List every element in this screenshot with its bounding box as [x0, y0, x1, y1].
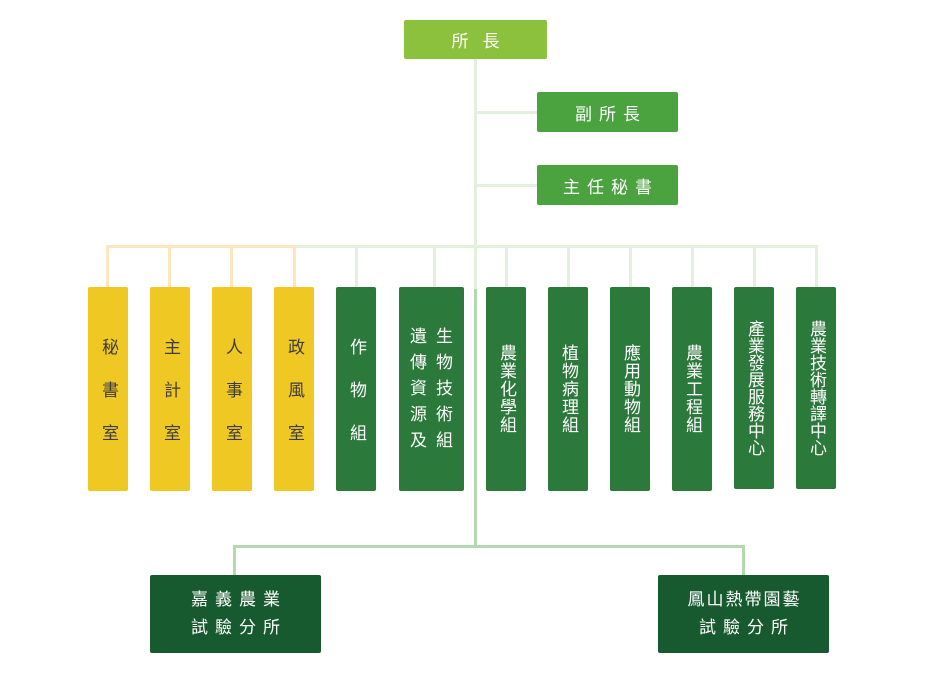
branch-name: 嘉義農業 — [191, 590, 287, 610]
branch-suffix: 試驗分所 — [699, 618, 795, 638]
deputy-director-box[interactable]: 副所長 — [537, 92, 678, 132]
drop-office-1 — [106, 245, 109, 288]
division-label-row: 資技 — [410, 379, 462, 399]
branch-fengshan[interactable]: 鳳山熱帶園藝 試驗分所 — [658, 575, 829, 653]
chief-secretary-box[interactable]: 主任秘書 — [537, 165, 678, 205]
office-label: 政風室 — [284, 337, 304, 467]
division-label: 植物病理組 — [558, 344, 578, 434]
division-label: 農業工程組 — [682, 344, 702, 434]
main-trunk-upper — [474, 59, 477, 289]
connector-offices-bar — [106, 245, 296, 248]
branch-name: 鳳山熱帶園藝 — [687, 590, 802, 610]
drop-division-6 — [691, 245, 694, 288]
drop-office-2 — [168, 245, 171, 288]
drop-division-5 — [629, 245, 632, 288]
office-accounting[interactable]: 主計室 — [150, 287, 190, 491]
division-label-row: 及組 — [410, 431, 462, 451]
division-label: 農業化學組 — [496, 344, 516, 434]
division-agricultural-engineering[interactable]: 農業工程組 — [672, 287, 712, 491]
division-label-row: 傳物 — [410, 353, 462, 373]
drop-division-1 — [355, 245, 358, 288]
division-technology-translation-center[interactable]: 農業技術轉譯中心 — [796, 287, 836, 489]
drop-division-4 — [567, 245, 570, 288]
drop-division-3 — [505, 245, 508, 288]
drop-division-8 — [815, 245, 818, 288]
division-plant-pathology[interactable]: 植物病理組 — [548, 287, 588, 491]
deputy-director-label: 副所長 — [575, 104, 647, 125]
connector-branches-bar — [233, 545, 745, 548]
chief-secretary-label: 主任秘書 — [563, 177, 659, 198]
director-label: 所長 — [451, 32, 514, 52]
division-label: 作物組 — [346, 337, 366, 467]
division-label: 產業發展服務中心 — [744, 320, 764, 456]
director-box[interactable]: 所長 — [404, 20, 547, 59]
office-ethics[interactable]: 政風室 — [274, 287, 314, 491]
main-trunk-lower — [474, 289, 477, 547]
division-label-row: 源術 — [410, 405, 462, 425]
division-applied-zoology[interactable]: 應用動物組 — [610, 287, 650, 491]
division-biotech-genetic-resources[interactable]: 遺生傳物資技源術及組 — [399, 287, 464, 491]
office-label: 秘書室 — [98, 337, 118, 467]
division-label-row: 遺生 — [410, 327, 462, 347]
division-agricultural-chemistry[interactable]: 農業化學組 — [486, 287, 526, 491]
division-crop[interactable]: 作物組 — [336, 287, 376, 491]
branch-chiayi[interactable]: 嘉義農業 試驗分所 — [150, 575, 321, 653]
division-industry-development-center[interactable]: 產業發展服務中心 — [734, 287, 774, 489]
connector-chief-secretary — [476, 184, 538, 187]
drop-division-2 — [433, 245, 436, 288]
division-label: 農業技術轉譯中心 — [806, 320, 826, 456]
connector-deputy — [476, 111, 538, 114]
division-label: 應用動物組 — [620, 344, 640, 434]
office-label: 主計室 — [160, 337, 180, 467]
connector-divisions-bar — [296, 245, 818, 248]
drop-branch-1 — [233, 545, 236, 576]
drop-office-3 — [230, 245, 233, 288]
office-secretariat[interactable]: 秘書室 — [88, 287, 128, 491]
office-label: 人事室 — [222, 337, 242, 467]
drop-office-4 — [293, 245, 296, 288]
branch-suffix: 試驗分所 — [191, 618, 287, 638]
drop-branch-2 — [742, 545, 745, 576]
division-label: 遺生傳物資技源術及組 — [397, 324, 466, 454]
office-personnel[interactable]: 人事室 — [212, 287, 252, 491]
drop-division-7 — [753, 245, 756, 288]
